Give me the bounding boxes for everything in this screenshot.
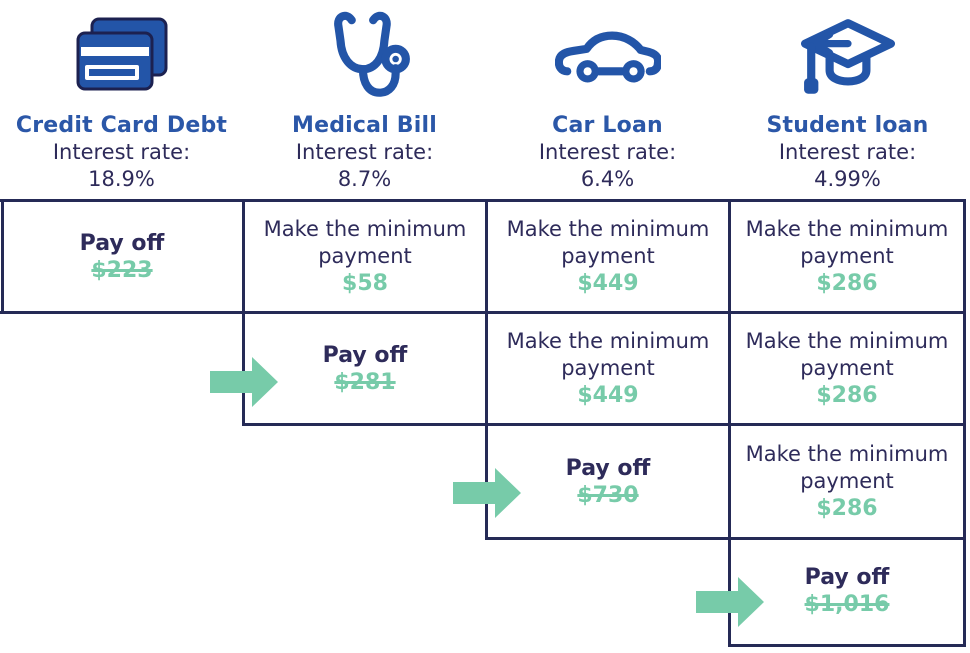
- graduation-cap-icon: [800, 0, 895, 106]
- table-border-left: [1, 199, 4, 314]
- cell-medical-bill-minimum: Make the minimum payment $58: [245, 202, 485, 311]
- payoff-amount: $1,016: [804, 591, 890, 617]
- interest-rate-value: 18.9%: [88, 167, 155, 191]
- table-border-row3-bottom: [485, 537, 966, 540]
- payoff-label: Pay off: [565, 455, 651, 481]
- interest-rate-value: 8.7%: [337, 167, 392, 191]
- payoff-label: Pay off: [804, 564, 890, 590]
- table-border-right: [963, 199, 966, 647]
- payoff-amount: $730: [577, 482, 639, 508]
- minimum-payment-amount: $286: [816, 383, 878, 408]
- column-header-car-loan: Car Loan Interest rate: 6.4%: [486, 0, 729, 199]
- cell-credit-card-payoff: Pay off $223: [2, 202, 242, 311]
- minimum-payment-label: Make the minimum payment: [745, 217, 949, 268]
- minimum-payment-amount: $449: [577, 383, 639, 408]
- cell-car-loan-minimum: Make the minimum payment $449: [488, 314, 728, 423]
- table-border-col1: [242, 199, 245, 426]
- credit-card-icon: [74, 0, 170, 106]
- cell-student-loan-minimum: Make the minimum payment $286: [731, 202, 963, 311]
- car-icon: [554, 0, 661, 106]
- minimum-payment-amount: $58: [342, 271, 388, 296]
- payoff-label: Pay off: [322, 342, 408, 368]
- column-title: Credit Card Debt: [15, 113, 228, 138]
- column-header-student-loan: Student loan Interest rate: 4.99%: [729, 0, 966, 199]
- column-title: Medical Bill: [292, 113, 437, 138]
- cell-student-loan-payoff: Pay off $1,016: [731, 540, 963, 641]
- cell-car-loan-minimum: Make the minimum payment $449: [488, 202, 728, 311]
- interest-rate-value: 4.99%: [814, 167, 881, 191]
- interest-rate-label: Interest rate:: [52, 140, 191, 164]
- column-header-medical-bill: Medical Bill Interest rate: 8.7%: [243, 0, 486, 199]
- column-header-credit-card: Credit Card Debt Interest rate: 18.9%: [0, 0, 243, 199]
- minimum-payment-label: Make the minimum payment: [506, 329, 710, 380]
- minimum-payment-amount: $286: [816, 496, 878, 521]
- payoff-label: Pay off: [79, 230, 165, 256]
- payoff-arrow-icon: [210, 357, 278, 407]
- payoff-amount: $223: [91, 257, 153, 283]
- table-border-col3: [728, 199, 731, 647]
- payoff-arrow-icon: [696, 577, 764, 627]
- minimum-payment-label: Make the minimum payment: [506, 217, 710, 268]
- minimum-payment-amount: $286: [816, 271, 878, 296]
- minimum-payment-label: Make the minimum payment: [745, 442, 949, 493]
- cell-car-loan-payoff: Pay off $730: [488, 426, 728, 537]
- table-border-row2-bottom: [242, 423, 966, 426]
- table-border-row4-bottom: [728, 644, 966, 647]
- payoff-arrow-icon: [453, 468, 521, 518]
- interest-rate-label: Interest rate:: [778, 140, 917, 164]
- table-border-col2: [485, 199, 488, 540]
- minimum-payment-label: Make the minimum payment: [263, 217, 467, 268]
- column-title: Student loan: [766, 113, 929, 138]
- payoff-amount: $281: [334, 369, 396, 395]
- cell-student-loan-minimum: Make the minimum payment $286: [731, 426, 963, 537]
- column-title: Car Loan: [552, 113, 663, 138]
- cell-student-loan-minimum: Make the minimum payment $286: [731, 314, 963, 423]
- interest-rate-label: Interest rate:: [538, 140, 677, 164]
- minimum-payment-amount: $449: [577, 271, 639, 296]
- interest-rate-value: 6.4%: [580, 167, 635, 191]
- stethoscope-icon: [318, 0, 412, 106]
- interest-rate-label: Interest rate:: [295, 140, 434, 164]
- cell-medical-bill-payoff: Pay off $281: [245, 314, 485, 423]
- minimum-payment-label: Make the minimum payment: [745, 329, 949, 380]
- table-border-row1-bottom: [0, 311, 966, 314]
- table-border-top: [0, 199, 966, 202]
